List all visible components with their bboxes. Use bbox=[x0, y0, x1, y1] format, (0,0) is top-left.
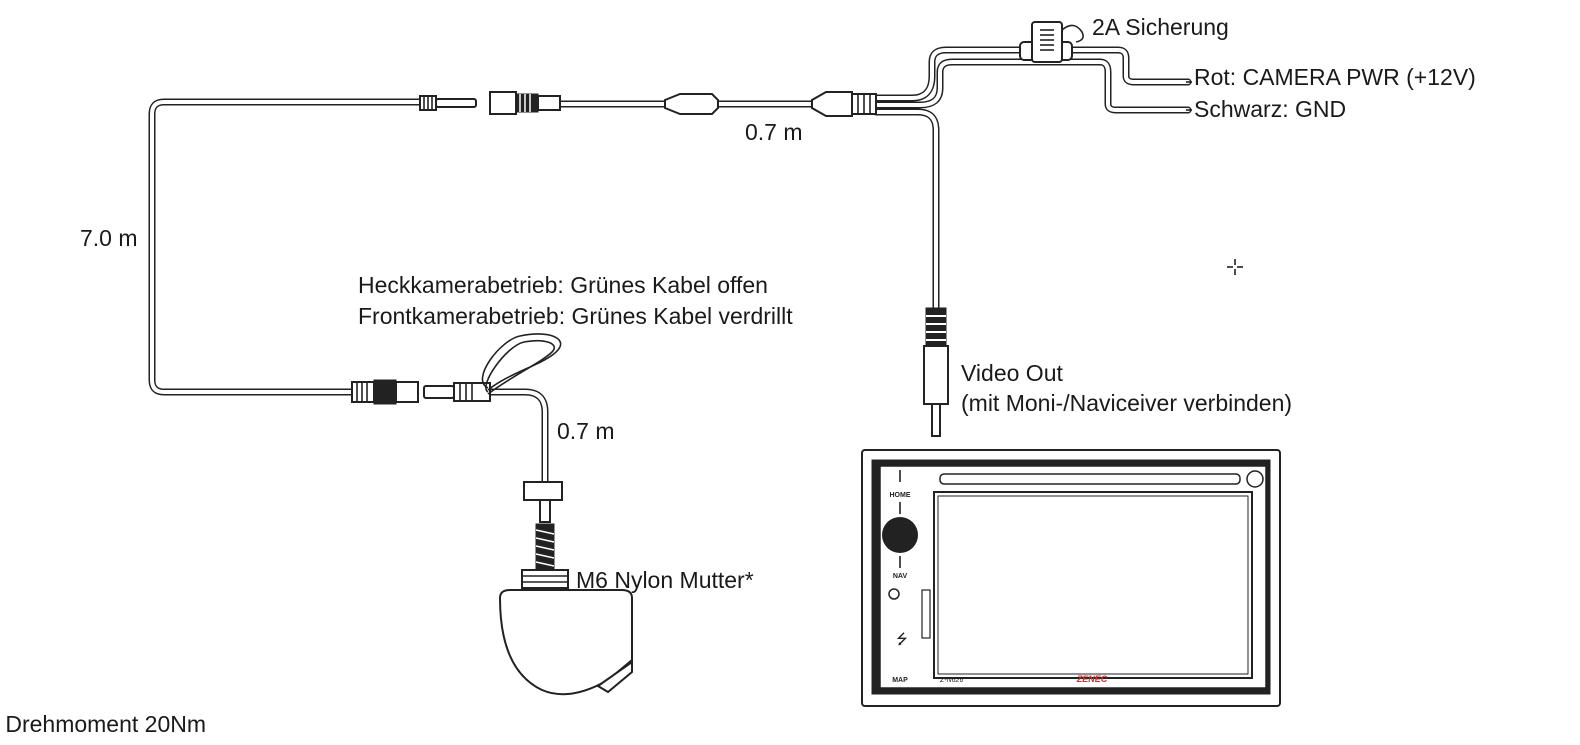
map-button-label: MAP bbox=[892, 677, 908, 684]
rca-video-connector bbox=[923, 307, 949, 437]
home-button-label: HOME bbox=[890, 492, 911, 499]
socket-top bbox=[489, 91, 561, 115]
black-wire-label: Schwarz: GND bbox=[1194, 96, 1346, 122]
nut-label: M6 Nylon Mutter* bbox=[576, 567, 754, 593]
green-wire-rear-label: Heckkamerabetrieb: Grünes Kabel offen bbox=[358, 272, 768, 298]
fuse-holder bbox=[1019, 21, 1084, 63]
brand-logo: ZENEC bbox=[1076, 674, 1108, 684]
torque-footnote: * Drehmoment 20Nm bbox=[0, 711, 206, 737]
plug-bottom bbox=[423, 382, 491, 402]
inline-sleeve-top bbox=[664, 93, 719, 115]
video-out-label: Video Out bbox=[961, 360, 1063, 386]
cable-camera-lead bbox=[486, 388, 549, 486]
socket-bottom bbox=[351, 379, 419, 405]
power-wires bbox=[872, 46, 1192, 114]
video-out-hint-label: (mit Moni-/Naviceiver verbinden) bbox=[961, 390, 1292, 416]
fuse-label: 2A Sicherung bbox=[1092, 14, 1229, 40]
plug-top-left bbox=[419, 95, 477, 111]
green-wire-loop bbox=[481, 333, 562, 395]
model-label: Z-N626 bbox=[939, 677, 963, 684]
cable-length-left-label: 7.0 m bbox=[80, 225, 138, 251]
head-unit: HOME NAV MAP ⭍ Z-N626 ZENEC bbox=[861, 449, 1281, 707]
camera bbox=[498, 481, 633, 696]
cable-7m-loop bbox=[148, 98, 424, 396]
crosshair-icon bbox=[1227, 259, 1243, 275]
cable-length-camera-label: 0.7 m bbox=[557, 418, 615, 444]
cable-video-lead bbox=[872, 108, 940, 312]
cable-length-top-label: 0.7 m bbox=[745, 119, 803, 145]
nav-button-label: NAV bbox=[893, 573, 908, 580]
green-wire-front-label: Frontkamerabetrieb: Grünes Kabel verdril… bbox=[358, 303, 793, 329]
red-wire-label: Rot: CAMERA PWR (+12V) bbox=[1194, 64, 1476, 90]
splitter-block bbox=[811, 91, 877, 117]
usb-icon: ⭍ bbox=[896, 632, 908, 648]
volume-knob bbox=[882, 517, 918, 553]
